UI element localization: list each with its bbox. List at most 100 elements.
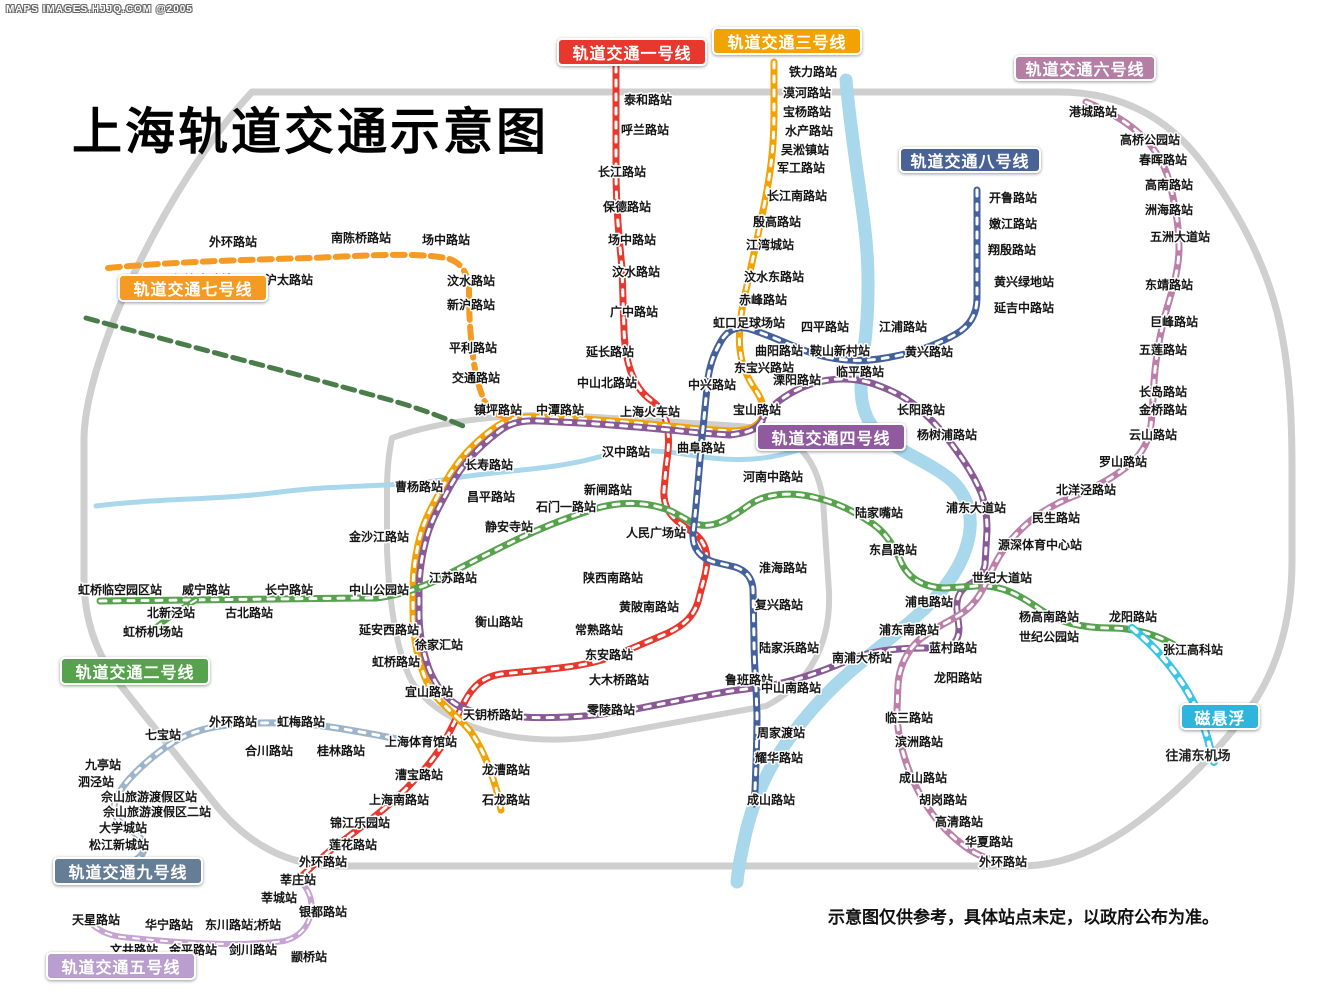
- map-annotation: 往浦东机场: [1165, 748, 1230, 763]
- station-label: 曲阳路站: [755, 343, 803, 358]
- station-label: 高清路站: [935, 814, 983, 829]
- station-label: 溧阳路站: [773, 372, 821, 387]
- station-label: 浦东南路站: [879, 622, 939, 637]
- station-label: 大木桥路站: [589, 672, 649, 687]
- station-label: 保德路站: [602, 199, 651, 214]
- station-label: 漕宝路站: [395, 767, 443, 782]
- station-label: 漠河路站: [783, 85, 831, 100]
- station-label: 中山公园站: [349, 582, 409, 597]
- station-label: 龙漕路站: [482, 762, 530, 777]
- station-label: 殷高路站: [753, 214, 801, 229]
- station-label: 江湾城站: [746, 237, 794, 252]
- station-label: 莘城站: [261, 890, 297, 905]
- station-label: 洲海路站: [1145, 202, 1193, 217]
- station-label: 淮海路站: [759, 560, 807, 575]
- station-label: 江浦路站: [879, 319, 927, 334]
- station-label: 场中路站: [608, 232, 656, 247]
- station-label: 延长路站: [585, 344, 634, 359]
- station-label: 陆家浜路站: [759, 640, 819, 655]
- station-label: 桂林路站: [316, 743, 365, 758]
- metro-line-line6-ties: [895, 100, 1181, 865]
- station-label: 杨树浦路站: [917, 427, 977, 442]
- ring-road: [80, 88, 1296, 870]
- metro-line-line9: [110, 719, 424, 866]
- metro-line-line5-ties: [88, 878, 313, 945]
- station-label: 常熟路站: [575, 622, 623, 637]
- line-badge-maglev: 磁悬浮: [1180, 703, 1260, 730]
- station-label: 昌平路站: [467, 489, 515, 504]
- station-label: 沪太路站: [265, 272, 313, 287]
- station-label: 港城路站: [1069, 104, 1117, 119]
- metro-line-line2-spur-ties: [152, 599, 197, 631]
- station-label: 铁力路站: [789, 64, 837, 79]
- line-badge-line3: 轨道交通三号线: [712, 27, 862, 55]
- station-label: 临平路站: [836, 364, 884, 379]
- station-label: 龙阳路站: [1109, 609, 1157, 624]
- station-label: 广中路站: [610, 304, 658, 319]
- station-label: 中潭路站: [536, 402, 584, 417]
- station-label: 鞍山新村站: [810, 343, 870, 358]
- station-label: 嫩江路站: [989, 216, 1037, 231]
- station-label: 东昌路站: [869, 542, 917, 557]
- station-label: 浦电路站: [905, 594, 953, 609]
- station-label: 东安路站: [585, 647, 633, 662]
- station-label: 长宁路站: [265, 582, 313, 597]
- station-label: 五莲路站: [1139, 342, 1187, 357]
- station-label: 莘庄站: [280, 872, 316, 887]
- station-label: 赤峰路站: [739, 292, 787, 307]
- metro-line-planned-line: [83, 315, 466, 429]
- station-label: 上海南路站: [369, 792, 429, 807]
- station-label: 民生路站: [1032, 510, 1080, 525]
- station-label: 吴淞镇站: [781, 142, 829, 157]
- station-label: 长阳路站: [897, 402, 945, 417]
- metro-line-line3-ties: [411, 60, 776, 812]
- station-label: 世纪大道站: [972, 570, 1032, 585]
- station-label: 古北路站: [225, 605, 273, 620]
- station-label: 复兴路站: [754, 597, 803, 612]
- station-label: 曲阜路站: [677, 440, 725, 455]
- station-label: 华宁路站: [145, 917, 193, 932]
- station-label: 汶水东路站: [744, 269, 804, 284]
- station-label: 虹桥临空园区站: [78, 582, 162, 597]
- river: [93, 428, 849, 509]
- station-label: 水产路站: [785, 123, 833, 138]
- station-label: 静安寺站: [485, 519, 533, 534]
- station-label: 虹梅路站: [277, 714, 325, 729]
- station-label: 杨高南路站: [1019, 609, 1079, 624]
- line-badge-line5: 轨道交通五号线: [46, 952, 196, 980]
- station-label: 胡岗路站: [919, 792, 967, 807]
- station-label: 河南中路站: [742, 469, 803, 484]
- station-label: 汉中路站: [602, 444, 650, 459]
- station-label: 长寿路站: [465, 457, 513, 472]
- station-label: 成山路站: [899, 770, 947, 785]
- map-title: 上海轨道交通示意图: [72, 104, 549, 160]
- station-label: 翔殷路站: [987, 242, 1036, 257]
- station-label: 合川路站: [245, 743, 293, 758]
- station-label: 天星路站: [72, 912, 120, 927]
- station-label: 外环路站: [299, 854, 347, 869]
- station-label: 成山路站: [747, 792, 795, 807]
- metro-line-line1-ties: [297, 64, 709, 881]
- station-label: 上海火车站: [620, 404, 680, 419]
- station-label: 东靖路站: [1145, 277, 1193, 292]
- station-label: 世纪公园站: [1019, 629, 1079, 644]
- station-label: 源深体育中心站: [998, 537, 1082, 552]
- station-label: 石门一路站: [535, 499, 596, 514]
- station-label: 汶水路站: [447, 273, 495, 288]
- station-label: 长江南路站: [767, 188, 827, 203]
- station-label: 云山路站: [1129, 427, 1177, 442]
- station-label: 宜山路站: [405, 684, 453, 699]
- station-label: 镇坪路站: [474, 402, 522, 417]
- line-badge-line1: 轨道交通一号线: [557, 38, 707, 66]
- station-label: 外环路站: [209, 234, 257, 249]
- station-label: 鲁班路站: [724, 672, 773, 687]
- station-label: 罗山路站: [1099, 454, 1147, 469]
- station-label: 汶水路站: [612, 264, 660, 279]
- line-badge-line4: 轨道交通四号线: [756, 423, 906, 451]
- station-label: 石龙路站: [481, 792, 530, 807]
- station-label: 剑川路站: [228, 942, 277, 957]
- station-label: 九亭站: [84, 757, 121, 772]
- metro-line-line2-ties: [98, 492, 1204, 654]
- line-badge-line8: 轨道交通八号线: [899, 147, 1041, 173]
